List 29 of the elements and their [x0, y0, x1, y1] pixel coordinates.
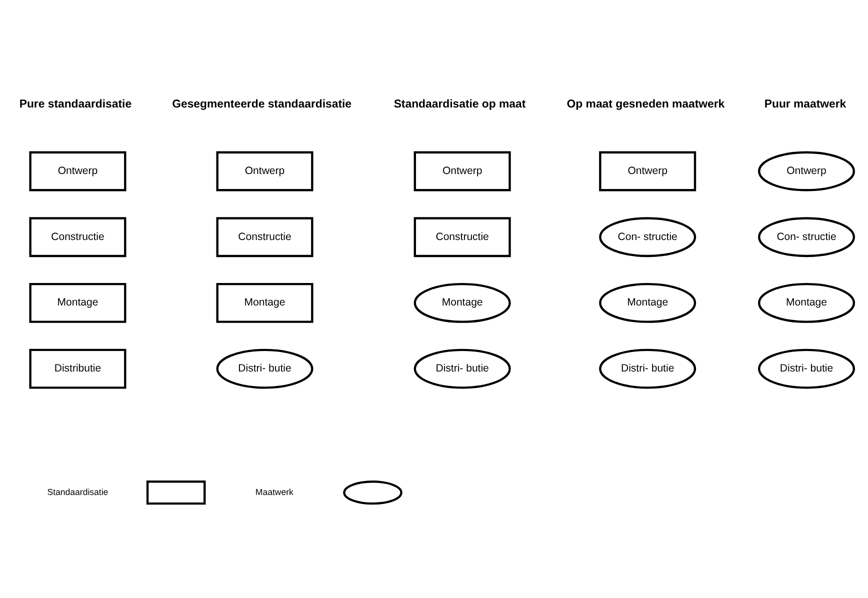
legend-label: Standaardisatie	[47, 486, 108, 497]
node-box: Ontwerp	[414, 151, 511, 192]
node-box: Constructie	[29, 217, 126, 258]
node-box	[146, 480, 206, 505]
node-ellipse: Montage	[599, 282, 696, 323]
label: Pure standaardisatie	[19, 98, 132, 110]
node-ellipse	[343, 480, 402, 505]
node-ellipse: Distri- butie	[216, 348, 314, 389]
label: Gesegmenteerde standaardisatie	[172, 98, 352, 110]
node-ellipse: Montage	[758, 282, 856, 323]
node-box: Montage	[216, 282, 314, 323]
node-box: Constructie	[414, 217, 511, 258]
node-ellipse: Ontwerp	[758, 151, 856, 192]
node-box: Ontwerp	[216, 151, 314, 192]
label: Standaardisatie op maat	[394, 98, 526, 110]
node-ellipse: Distri- butie	[758, 348, 856, 389]
node-ellipse: Distri- butie	[414, 348, 511, 389]
node-ellipse: Con- structie	[758, 217, 856, 258]
node-box: Ontwerp	[599, 151, 696, 192]
node-box: Montage	[29, 282, 126, 323]
node-ellipse: Distri- butie	[599, 348, 696, 389]
node-ellipse: Con- structie	[599, 217, 696, 258]
node-box: Distributie	[29, 348, 126, 389]
node-ellipse: Montage	[414, 282, 511, 323]
node-box: Ontwerp	[29, 151, 126, 192]
label: Op maat gesneden maatwerk	[566, 98, 725, 110]
legend-label: Maatwerk	[255, 486, 294, 497]
node-box: Constructie	[216, 217, 314, 258]
label: Puur maatwerk	[764, 98, 846, 110]
